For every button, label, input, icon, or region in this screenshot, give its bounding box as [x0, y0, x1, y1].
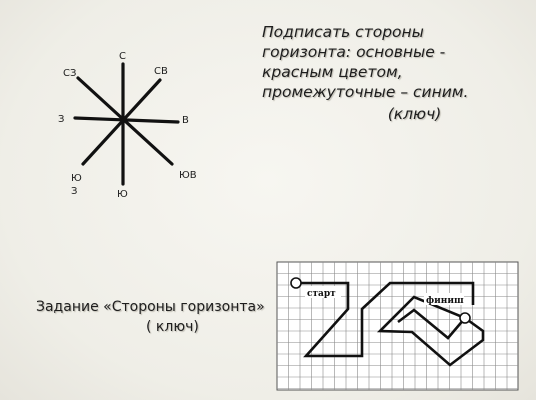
compass-line-ne-sw: [81, 78, 162, 166]
compass-label-south-east: ЮВ: [179, 170, 197, 181]
task-caption: Задание «Стороны горизонта» ( ключ): [36, 297, 306, 337]
maze-finish-label-background: [424, 293, 464, 305]
compass-label-west: З: [58, 114, 64, 125]
compass-line-east-west: [73, 116, 180, 124]
compass-label-north: С: [119, 51, 126, 62]
compass-line-nw-se: [76, 76, 174, 166]
compass-label-south-west-bottom: З: [71, 186, 77, 197]
task-title: Задание «Стороны горизонта»: [36, 299, 265, 315]
instruction-line-2: горизонта: основные -: [262, 43, 446, 61]
maze-finish-label: финиш: [426, 296, 464, 306]
compass-label-south-west-top: Ю: [71, 173, 82, 184]
maze-finish-marker: [459, 312, 471, 324]
task-key-label: ( ключ): [146, 319, 199, 335]
instruction-line-4: промежуточные – синим.: [262, 83, 469, 101]
compass-label-north-east: СВ: [154, 66, 168, 77]
compass-rose: [73, 62, 180, 186]
maze-route-start-branch: [296, 281, 475, 358]
instruction-key-label: (ключ): [387, 105, 442, 123]
compass-label-east: В: [182, 115, 189, 126]
maze-route-inner-line: [397, 308, 466, 340]
maze-start-label-background: [305, 286, 341, 298]
compass-label-north-west: СЗ: [63, 68, 76, 79]
maze-start-marker: [290, 277, 302, 289]
maze-route: [296, 281, 485, 367]
compass-label-south: Ю: [117, 189, 128, 200]
maze-start-label: старт: [307, 289, 336, 299]
assignment-instructions: Подписать стороны горизонта: основные - …: [262, 22, 527, 124]
maze-grid: [276, 261, 519, 391]
instruction-line-1: Подписать стороны: [262, 23, 424, 41]
instruction-line-3: красным цветом,: [262, 63, 403, 81]
maze-route-finish-branch: [376, 295, 485, 367]
maze-grid-background: [276, 261, 519, 391]
